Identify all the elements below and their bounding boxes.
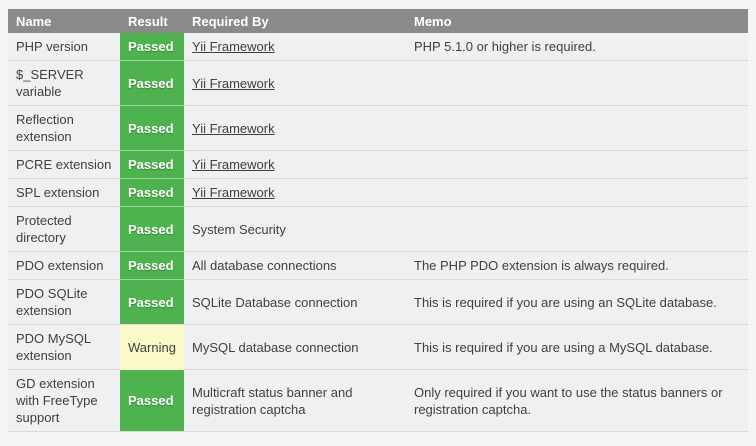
name-cell: PCRE extension — [8, 150, 120, 179]
result-badge: Passed — [120, 105, 184, 151]
result-badge: Passed — [120, 150, 184, 179]
required-by-cell: MySQL database connection — [184, 324, 406, 370]
required-by-link[interactable]: Yii Framework — [192, 75, 275, 91]
required-by-cell: Yii Framework — [184, 33, 406, 61]
column-header-memo: Memo — [406, 9, 748, 33]
required-by-cell: SQLite Database connection — [184, 279, 406, 325]
required-by-cell: Yii Framework — [184, 150, 406, 179]
required-by-cell: System Security — [184, 206, 406, 252]
requirements-table: Name Result Required By Memo PHP version… — [8, 9, 748, 432]
table-row: PCRE extension Passed Yii Framework — [8, 150, 748, 179]
table-row: SPL extension Passed Yii Framework — [8, 178, 748, 207]
table-row: $_SERVER variable Passed Yii Framework — [8, 60, 748, 106]
name-cell: PDO MySQL extension — [8, 324, 120, 370]
name-cell: GD extension with FreeType support — [8, 369, 120, 432]
requirements-check: Name Result Required By Memo PHP version… — [8, 9, 748, 432]
memo-cell: This is required if you are using an SQL… — [406, 279, 748, 325]
column-header-required-by: Required By — [184, 9, 406, 33]
name-cell: $_SERVER variable — [8, 60, 120, 106]
required-by-cell: Multicraft status banner and registratio… — [184, 369, 406, 432]
name-cell: SPL extension — [8, 178, 120, 207]
table-body: PHP version Passed Yii Framework PHP 5.1… — [8, 33, 748, 432]
memo-cell: This is required if you are using a MySQ… — [406, 324, 748, 370]
table-row: PDO MySQL extension Warning MySQL databa… — [8, 324, 748, 370]
memo-cell — [406, 105, 748, 151]
memo-cell — [406, 206, 748, 252]
result-badge: Passed — [120, 279, 184, 325]
result-badge: Passed — [120, 369, 184, 432]
memo-cell: Only required if you want to use the sta… — [406, 369, 748, 432]
memo-cell — [406, 150, 748, 179]
required-by-link[interactable]: Yii Framework — [192, 120, 275, 136]
column-header-name: Name — [8, 9, 120, 33]
memo-cell — [406, 178, 748, 207]
result-badge: Passed — [120, 206, 184, 252]
required-by-link[interactable]: Yii Framework — [192, 39, 275, 54]
table-row: PHP version Passed Yii Framework PHP 5.1… — [8, 33, 748, 61]
table-row: PDO SQLite extension Passed SQLite Datab… — [8, 279, 748, 325]
table-row: Reflection extension Passed Yii Framewor… — [8, 105, 748, 151]
required-by-cell: Yii Framework — [184, 105, 406, 151]
table-row: PDO extension Passed All database connec… — [8, 251, 748, 280]
required-by-cell: Yii Framework — [184, 60, 406, 106]
memo-cell — [406, 60, 748, 106]
name-cell: PDO SQLite extension — [8, 279, 120, 325]
required-by-link[interactable]: Yii Framework — [192, 157, 275, 172]
table-row: GD extension with FreeType support Passe… — [8, 369, 748, 432]
table-header: Name Result Required By Memo — [8, 9, 748, 33]
memo-cell: PHP 5.1.0 or higher is required. — [406, 33, 748, 61]
result-badge: Passed — [120, 251, 184, 280]
required-by-cell: All database connections — [184, 251, 406, 280]
required-by-link[interactable]: Yii Framework — [192, 185, 275, 200]
name-cell: Reflection extension — [8, 105, 120, 151]
required-by-cell: Yii Framework — [184, 178, 406, 207]
column-header-result: Result — [120, 9, 184, 33]
memo-cell: The PHP PDO extension is always required… — [406, 251, 748, 280]
result-badge: Passed — [120, 60, 184, 106]
name-cell: PDO extension — [8, 251, 120, 280]
name-cell: Protected directory — [8, 206, 120, 252]
result-badge: Passed — [120, 178, 184, 207]
result-badge: Warning — [120, 324, 184, 370]
table-row: Protected directory Passed System Securi… — [8, 206, 748, 252]
name-cell: PHP version — [8, 33, 120, 61]
result-badge: Passed — [120, 33, 184, 61]
